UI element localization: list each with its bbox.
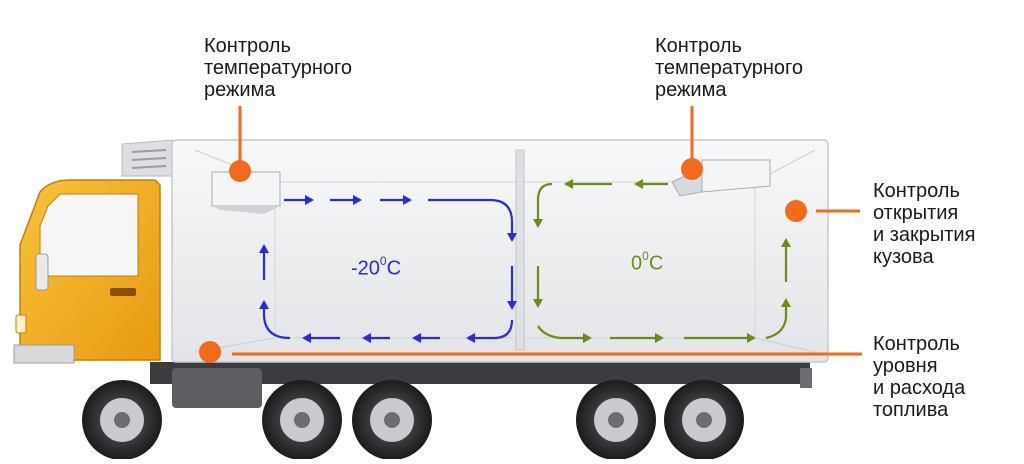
label-fuel-control: Контроль уровня и расхода топлива	[873, 333, 966, 421]
cold-zone-temperature: -200C	[351, 254, 402, 281]
cab-bumper	[13, 344, 75, 364]
cool-zone-temperature: 00C	[631, 249, 664, 276]
headlight	[15, 314, 27, 334]
cool-zone-unit: C	[648, 252, 664, 275]
chassis-frame	[150, 362, 810, 384]
truck-cab	[13, 179, 161, 364]
evaporator-left	[211, 171, 281, 214]
sensor-temp-left	[229, 106, 251, 182]
cold-zone-degree: 0	[379, 254, 387, 268]
fuel-tank	[172, 368, 262, 408]
cool-zone-value: 0	[631, 252, 643, 275]
cab-window	[39, 193, 139, 277]
cold-airflow-arrows	[259, 195, 517, 343]
chassis-rail	[800, 368, 812, 388]
sensor-door	[785, 200, 860, 222]
wheels	[82, 380, 744, 460]
cooling-unit	[121, 139, 173, 177]
cold-zone-unit: C	[386, 257, 402, 280]
side-mirror	[35, 253, 49, 291]
sensor-temp-right	[681, 106, 703, 180]
label-temperature-left: Контроль температурного режима	[204, 35, 352, 101]
cool-zone-degree: 0	[642, 249, 649, 263]
label-door-control: Контроль открытия и закрытия кузова	[873, 180, 976, 268]
door-handle	[110, 288, 136, 296]
label-temperature-right: Контроль температурного режима	[655, 35, 803, 101]
sensor-fuel	[199, 341, 862, 363]
cold-zone-value: -20	[351, 257, 380, 280]
cool-airflow-arrows	[533, 179, 791, 343]
